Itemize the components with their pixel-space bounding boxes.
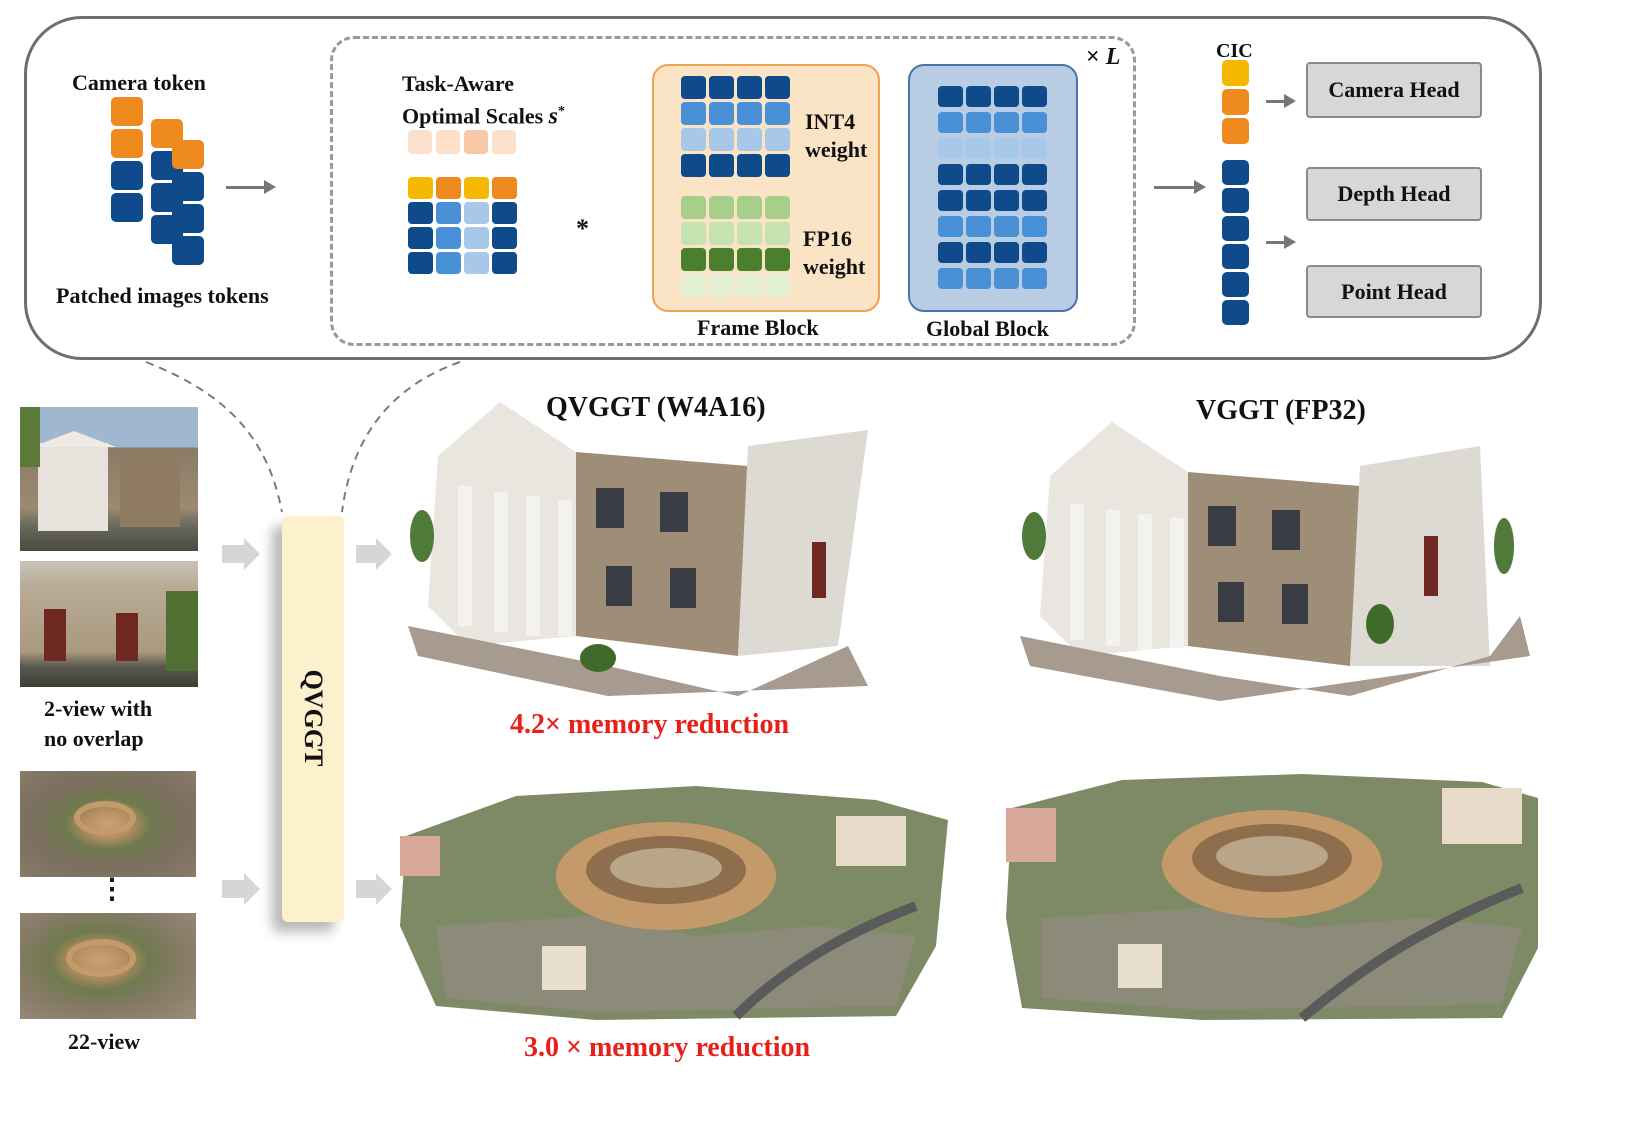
vggt-result-title: VGGT (FP32) xyxy=(1196,395,1366,426)
qvggt-colosseum-reconstruction xyxy=(400,786,948,1020)
image-token xyxy=(111,161,143,190)
input-arrow-top xyxy=(222,545,244,563)
point-head: Point Head xyxy=(1306,265,1482,318)
image-token xyxy=(111,193,143,222)
camera-head: Camera Head xyxy=(1306,62,1482,118)
many-view-caption: 22-view xyxy=(68,1029,141,1054)
input-arrowhead-top xyxy=(244,538,260,570)
input-ellipsis: ⋮ xyxy=(98,874,126,905)
input-image-building-side xyxy=(20,561,198,687)
image-token xyxy=(172,172,204,201)
camera-token xyxy=(111,129,143,158)
multiply-sign: * xyxy=(576,214,589,243)
scales-label: Task-Aware Optimal Scales s* xyxy=(402,71,566,130)
input-arrow-bottom xyxy=(222,880,244,898)
patched-tokens-label: Patched images tokens xyxy=(56,283,269,308)
repeat-label: × L xyxy=(1086,44,1121,70)
arrow-to-camera-head xyxy=(1266,94,1296,108)
arrow-to-cic xyxy=(1154,180,1206,194)
cic-label: CIC xyxy=(1216,40,1253,62)
global-block-label: Global Block xyxy=(926,316,1049,341)
quantized-block-region xyxy=(330,36,1136,346)
camera-token-label: Camera token xyxy=(72,70,206,95)
fp16-weight-label: FP16 weight xyxy=(803,226,866,279)
frame-block-label: Frame Block xyxy=(697,315,819,340)
input-arrowhead-bottom xyxy=(244,873,260,905)
arrow-to-depth-point-head xyxy=(1266,235,1296,249)
arrow-to-block xyxy=(226,180,276,194)
input-image-colosseum-1 xyxy=(20,771,196,877)
memory-reduction-top: 4.2× memory reduction xyxy=(510,709,790,740)
image-token xyxy=(172,236,204,265)
output-arrow-top xyxy=(356,545,376,563)
vggt-building-reconstruction xyxy=(1020,422,1530,701)
output-arrow-bottom xyxy=(356,880,376,898)
camera-token xyxy=(111,97,143,126)
qvggt-building-reconstruction xyxy=(408,402,868,696)
camera-token xyxy=(172,140,204,169)
image-token xyxy=(172,204,204,233)
input-image-building-front xyxy=(20,407,198,551)
int4-weight-label: INT4 weight xyxy=(805,109,868,162)
output-arrowhead-top xyxy=(376,538,392,570)
depth-head: Depth Head xyxy=(1306,167,1482,221)
output-arrowhead-bottom xyxy=(376,873,392,905)
two-view-caption: 2-view with no overlap xyxy=(44,696,153,751)
qvggt-model-label: QVGGT xyxy=(299,669,328,767)
memory-reduction-bottom: 3.0 × memory reduction xyxy=(524,1032,811,1063)
qvggt-model-block xyxy=(282,516,344,922)
pipeline-panel xyxy=(24,16,1542,360)
qvggt-result-title: QVGGT (W4A16) xyxy=(546,392,766,423)
global-block xyxy=(908,64,1078,312)
input-image-colosseum-2 xyxy=(20,913,196,1019)
vggt-colosseum-reconstruction xyxy=(1006,774,1538,1022)
